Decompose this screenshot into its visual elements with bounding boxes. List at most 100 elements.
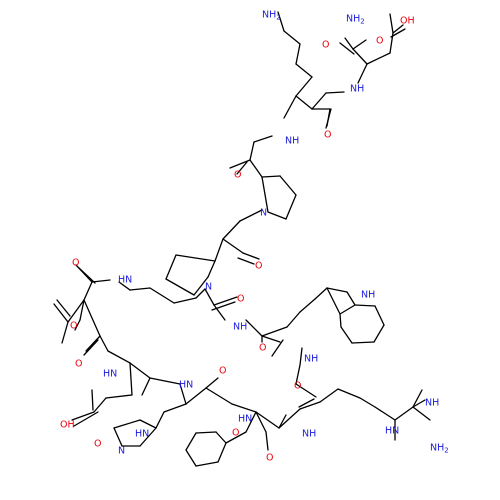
bond-31 xyxy=(261,176,269,213)
bond-59 xyxy=(261,335,281,343)
bond-48 xyxy=(91,279,111,283)
bond-68 xyxy=(339,304,356,315)
bond-50 xyxy=(78,267,96,284)
bond-108 xyxy=(205,387,233,405)
bond-122 xyxy=(412,406,431,421)
bond-24 xyxy=(229,159,251,169)
bond-84 xyxy=(83,299,101,337)
atom-label-o_amide_left: O xyxy=(72,258,79,269)
bond-106 xyxy=(185,387,207,405)
bond-79 xyxy=(298,398,315,408)
atom-label-o_phe_top: O xyxy=(294,381,301,392)
bond-42 xyxy=(207,260,216,278)
atom-label-hn_chain: HN xyxy=(118,275,132,286)
bond-86 xyxy=(83,339,99,356)
bond-80 xyxy=(67,299,85,323)
atom-label-n_imid: N xyxy=(118,446,125,457)
atom-label-nh_arg_top: NH xyxy=(304,354,318,365)
bond-5 xyxy=(295,95,313,110)
bond-115 xyxy=(299,401,321,410)
bond-11 xyxy=(325,91,345,94)
bond-111 xyxy=(255,411,280,429)
atom-label-o_phe: O xyxy=(232,428,239,439)
bond-25 xyxy=(236,161,248,175)
atom-label-o_acetyl: O xyxy=(70,321,77,332)
atom-label-hn_asp: HN xyxy=(103,369,117,380)
bond-82 xyxy=(53,303,69,323)
bond-98 xyxy=(113,427,123,447)
bond-90 xyxy=(129,362,151,379)
bond-40 xyxy=(165,278,195,296)
atom-label-hn_phe: HN xyxy=(238,414,252,425)
bond-92 xyxy=(149,377,181,385)
bond-27 xyxy=(261,175,281,178)
bond-58 xyxy=(245,319,263,337)
bond-129 xyxy=(185,449,197,467)
bond-17 xyxy=(366,52,391,65)
bond-109 xyxy=(231,403,257,413)
bond-38 xyxy=(175,254,216,262)
atom-label-o_top_amide: O xyxy=(322,40,329,51)
bond-56 xyxy=(211,301,236,311)
atom-label-oh_top: OH xyxy=(400,16,415,27)
bond-113 xyxy=(278,414,287,429)
bond-120 xyxy=(394,406,414,421)
bond-103 xyxy=(71,411,95,421)
bond-16 xyxy=(339,42,355,55)
bond-22 xyxy=(253,135,273,143)
bond-70 xyxy=(354,304,376,307)
atom-label-hn_his: HN xyxy=(179,380,193,391)
bond-19 xyxy=(389,13,394,34)
bond-41 xyxy=(193,276,209,296)
bond-127 xyxy=(217,442,227,463)
atom-label-nh2_amide: NH2 xyxy=(346,14,365,26)
bond-39 xyxy=(165,254,177,280)
bond-23 xyxy=(249,141,255,161)
bond-131 xyxy=(195,431,217,434)
bond-33 xyxy=(222,220,241,240)
bond-2 xyxy=(295,43,301,65)
bond-99 xyxy=(113,419,141,429)
atom-label-o_his: O xyxy=(219,366,226,377)
bond-45 xyxy=(149,287,175,304)
bond-35 xyxy=(242,252,260,260)
bond-81 xyxy=(61,321,69,344)
bond-13 xyxy=(352,48,368,65)
bond-75 xyxy=(339,313,342,328)
bond-60 xyxy=(271,339,284,357)
bond-124 xyxy=(412,389,423,408)
bond-116 xyxy=(319,388,339,403)
bond-110 xyxy=(255,411,267,433)
atom-label-o_asp: O xyxy=(94,439,101,450)
bond-63 xyxy=(286,311,301,328)
bond-37 xyxy=(214,238,224,262)
bond-130 xyxy=(185,432,197,451)
bond-14 xyxy=(352,39,367,50)
bond-72 xyxy=(373,324,385,343)
atom-label-oh_asp: OH xyxy=(60,420,75,431)
atom-label-nh_trp: NH xyxy=(233,322,247,333)
atom-label-nh_asp: NH xyxy=(350,84,364,95)
atom-label-o_trp: O xyxy=(259,343,266,354)
bond-95 xyxy=(155,411,165,429)
bond-51 xyxy=(83,281,93,301)
bond-30 xyxy=(267,211,287,220)
atom-label-nh_arg: NH xyxy=(302,429,316,440)
bond-128 xyxy=(195,461,219,467)
bond-47 xyxy=(118,281,131,291)
bond-32 xyxy=(239,209,263,222)
bond-66 xyxy=(326,287,348,293)
bond-105 xyxy=(91,389,94,411)
bond-36 xyxy=(237,257,255,265)
bond-94 xyxy=(163,403,187,413)
bond-102 xyxy=(93,397,107,413)
atom-label-o_lys_ket: O xyxy=(324,130,331,141)
bond-21 xyxy=(390,28,406,38)
bond-69 xyxy=(326,287,341,315)
atom-label-o_top_acid: O xyxy=(376,36,383,47)
bond-34 xyxy=(222,238,244,254)
bond-52 xyxy=(79,299,85,321)
bond-87 xyxy=(99,335,109,352)
bond-132 xyxy=(215,431,227,444)
